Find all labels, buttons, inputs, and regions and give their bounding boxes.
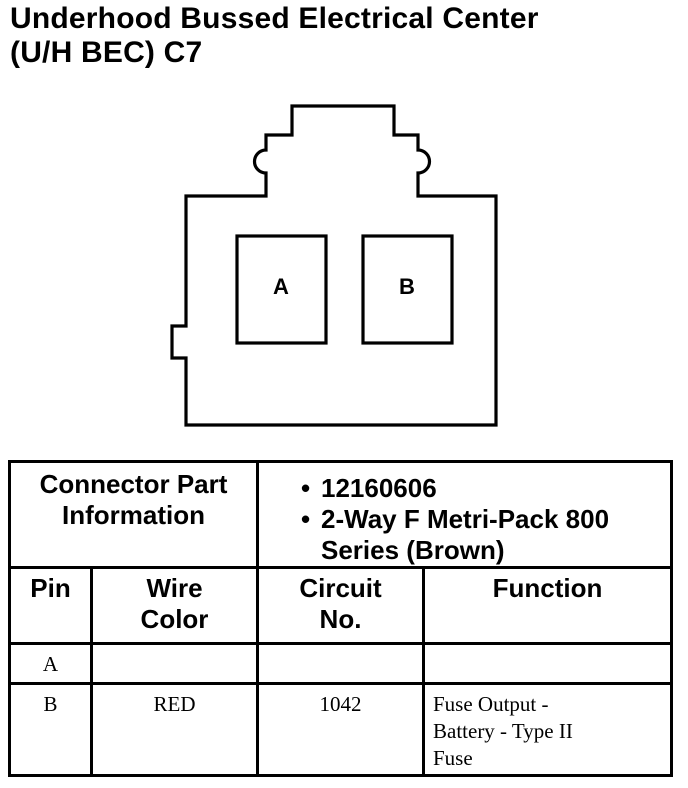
function-cell (421, 642, 674, 685)
part-info-list: • 12160606 • 2-Way F Metri-Pack 800 Seri… (263, 473, 666, 566)
header-pin: Pin (8, 566, 93, 645)
header-wire-color: Wire Color (90, 566, 259, 645)
bullet-icon: • (301, 473, 311, 503)
function-cell: Fuse Output - Battery - Type II Fuse (421, 682, 674, 777)
title-line-2: (U/H BEC) C7 (10, 36, 203, 69)
part-info-label-line-1: Connector Part (39, 469, 228, 499)
header-wire-color-line-2: Color (140, 604, 209, 634)
header-function-label: Function (492, 573, 603, 603)
part-info-label: Connector Part Information (8, 460, 259, 569)
part-info-row: Connector Part Information • 12160606 • … (8, 460, 674, 569)
function-line-2: Battery - Type II (433, 719, 573, 743)
cavity-b (361, 234, 454, 345)
header-wire-color-line-1: Wire (146, 573, 203, 603)
cavity-a (235, 234, 328, 345)
cavity-a-label: A (273, 274, 289, 299)
circuit-cell (256, 642, 425, 685)
pin-cell: B (8, 682, 93, 777)
title-line-1: Underhood Bussed Electrical Center (10, 2, 539, 35)
part-number-item: • 12160606 (263, 473, 666, 504)
header-pin-label: Pin (30, 573, 71, 603)
connector-face-diagram: A B (170, 104, 498, 427)
part-description-line-2: Series (Brown) (321, 535, 505, 565)
part-number: 12160606 (321, 473, 437, 503)
cavity-b-label: B (399, 274, 415, 299)
header-circuit-line-1: Circuit (299, 573, 382, 603)
pin-cell: A (8, 642, 93, 685)
connector-info-table: Connector Part Information • 12160606 • … (8, 460, 674, 777)
header-circuit-no: Circuit No. (256, 566, 425, 645)
wire-color-cell (90, 642, 259, 685)
part-description-line-1: 2-Way F Metri-Pack 800 (321, 504, 610, 534)
part-info-label-line-2: Information (62, 500, 205, 530)
circuit-cell: 1042 (256, 682, 425, 777)
connector-outline (170, 104, 498, 427)
function-line-3: Fuse (433, 746, 473, 770)
wire-color-cell: RED (90, 682, 259, 777)
part-info-values: • 12160606 • 2-Way F Metri-Pack 800 Seri… (255, 460, 674, 569)
page-title: Underhood Bussed Electrical Center (U/H … (10, 2, 539, 70)
bullet-icon: • (301, 504, 311, 534)
table-row: B RED 1042 Fuse Output - Battery - Type … (8, 682, 674, 777)
part-description-item: • 2-Way F Metri-Pack 800 Series (Brown) (263, 504, 666, 566)
column-header-row: Pin Wire Color Circuit No. Function (8, 566, 674, 645)
header-circuit-line-2: No. (319, 604, 362, 634)
table-row: A (8, 642, 674, 685)
function-line-1: Fuse Output - (433, 692, 549, 716)
header-function: Function (421, 566, 674, 645)
